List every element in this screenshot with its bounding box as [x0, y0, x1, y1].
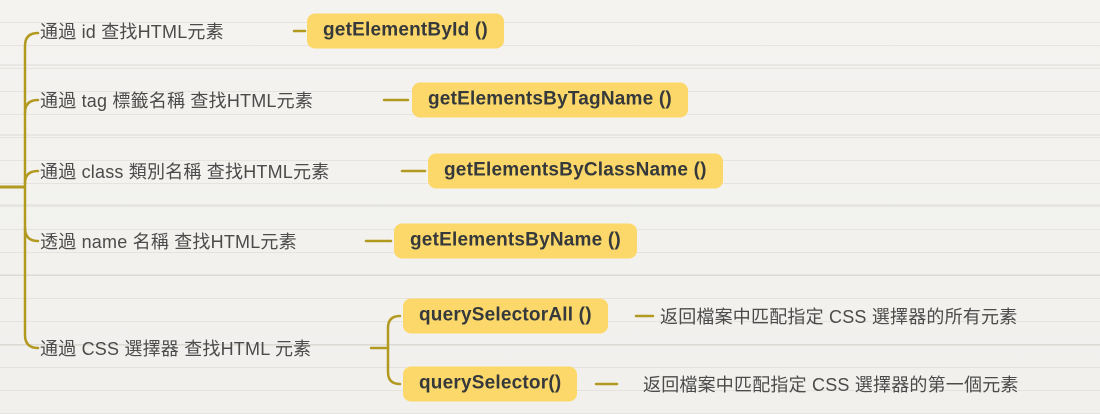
branch-label-class[interactable]: 通過 class 類別名稱 查找HTML元素 — [40, 162, 330, 182]
description-queryselector[interactable]: 返回檔案中匹配指定 CSS 選擇器的第一個元素 — [643, 375, 1019, 395]
method-node-getelementsbyname[interactable]: getElementsByName () — [394, 223, 637, 259]
method-node-getelementsbyclassname[interactable]: getElementsByClassName () — [428, 153, 723, 189]
branch-label-css-selector[interactable]: 通過 CSS 選擇器 查找HTML 元素 — [40, 339, 312, 359]
method-node-queryselectorall[interactable]: querySelectorAll () — [403, 298, 608, 334]
branch-label-name[interactable]: 透過 name 名稱 查找HTML元素 — [40, 232, 297, 252]
branch-label-tag[interactable]: 通過 tag 標籤名稱 查找HTML元素 — [40, 91, 314, 111]
branch-label-id[interactable]: 通過 id 查找HTML元素 — [40, 22, 224, 42]
method-node-queryselector[interactable]: querySelector() — [403, 366, 578, 402]
method-node-getelementsbytagname[interactable]: getElementsByTagName () — [412, 82, 688, 118]
description-queryselectorall[interactable]: 返回檔案中匹配指定 CSS 選擇器的所有元素 — [660, 307, 1018, 327]
method-node-getelementbyid[interactable]: getElementById () — [307, 13, 504, 49]
